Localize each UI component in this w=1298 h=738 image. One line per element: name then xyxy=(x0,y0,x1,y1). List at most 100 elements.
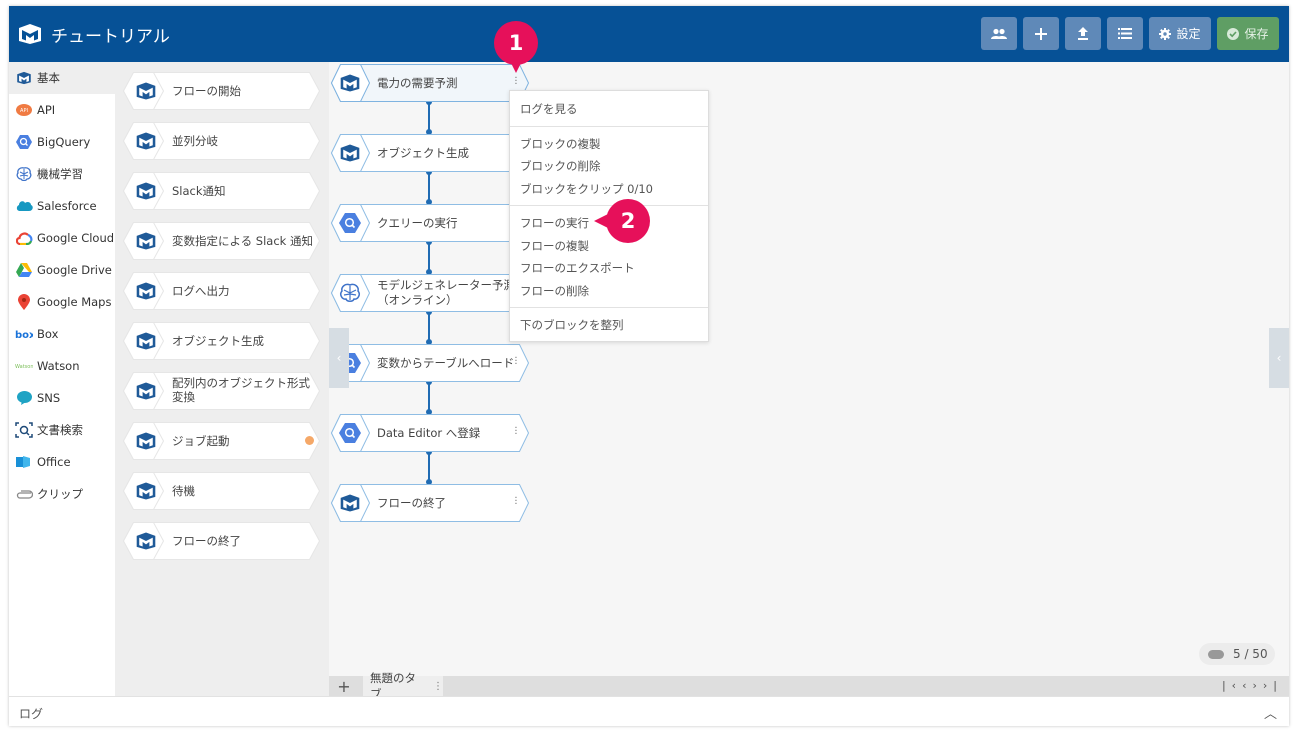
next-page-icon[interactable]: › xyxy=(1252,679,1263,692)
bigquery-icon xyxy=(339,213,361,233)
sidebar-item-salesforce[interactable]: Salesforce xyxy=(9,190,115,222)
sidebar-item-api[interactable]: API API xyxy=(9,94,115,126)
add-tab-button[interactable]: + xyxy=(329,676,359,696)
kouzou-logo-icon xyxy=(136,182,156,200)
sidebar-item-clip[interactable]: クリップ xyxy=(9,478,115,510)
sidebar-item-google-maps[interactable]: Google Maps xyxy=(9,286,115,318)
palette-collapse-toggle[interactable]: ‹ xyxy=(329,328,349,388)
flow-block-object-create[interactable]: オブジェクト生成 xyxy=(331,134,529,172)
kouzou-logo-icon xyxy=(19,24,41,44)
log-panel[interactable]: ログ ︿ xyxy=(9,696,1289,726)
flow-canvas[interactable]: 電力の需要予測 ··· オブジェクト生成 クエリーの実行 モデルジェネレーター予… xyxy=(329,62,1289,676)
sidebar-item-label: 基本 xyxy=(37,71,60,85)
sidebar-item-google-drive[interactable]: Google Drive xyxy=(9,254,115,286)
palette-block-log-output[interactable]: ログへ出力 xyxy=(123,272,320,310)
save-button[interactable]: 保存 xyxy=(1217,17,1279,50)
menu-item-delete-flow[interactable]: フローの削除 xyxy=(520,284,589,298)
palette-block-array-object-convert[interactable]: 配列内のオブジェクト形式変換 xyxy=(123,372,320,410)
svg-text:API: API xyxy=(20,108,28,114)
prev-page-icon[interactable]: ‹ xyxy=(1242,679,1253,692)
log-panel-title: ログ xyxy=(19,707,44,721)
flow-block-model-generator-predict[interactable]: モデルジェネレーター予測（オンライン） xyxy=(331,274,529,312)
sidebar-item-watson[interactable]: Watson Watson xyxy=(9,350,115,382)
last-page-icon[interactable]: ›| xyxy=(1262,679,1283,692)
paperclip-icon xyxy=(15,485,33,503)
palette-block-parallel-branch[interactable]: 並列分岐 xyxy=(123,122,320,160)
palette-block-job-start[interactable]: ジョブ起動 xyxy=(123,422,320,460)
block-label: オブジェクト生成 xyxy=(377,146,469,160)
palette-block-variable-slack-notify[interactable]: 変数指定による Slack 通知 xyxy=(123,222,320,260)
menu-item-export-flow[interactable]: フローのエクスポート xyxy=(520,261,635,275)
menu-item-duplicate-block[interactable]: ブロックの複製 xyxy=(520,137,601,151)
sidebar-item-google-cloud[interactable]: Google Cloud xyxy=(9,222,115,254)
flow-block-data-editor-register[interactable]: Data Editor へ登録 ··· xyxy=(331,414,529,452)
list-button[interactable] xyxy=(1107,17,1143,50)
sidebar-item-document-search[interactable]: 文書検索 xyxy=(9,414,115,446)
category-sidebar: 基本 API API BigQuery 機械学習 Salesforce Goog… xyxy=(9,62,115,696)
check-circle-icon xyxy=(1227,27,1240,40)
palette-block-wait[interactable]: 待機 xyxy=(123,472,320,510)
block-menu-icon[interactable]: ··· xyxy=(514,423,518,440)
block-menu-icon[interactable]: ··· xyxy=(514,493,518,510)
app-title: チュートリアル xyxy=(51,27,170,47)
sidebar-item-machine-learning[interactable]: 機械学習 xyxy=(9,158,115,190)
flow-block-flow-end[interactable]: フローの終了 ··· xyxy=(331,484,529,522)
flow-connector xyxy=(426,379,432,415)
block-menu-icon[interactable]: ··· xyxy=(514,73,518,90)
block-shape xyxy=(123,372,320,410)
palette-block-flow-start[interactable]: フローの開始 xyxy=(123,72,320,110)
palette-block-flow-end[interactable]: フローの終了 xyxy=(123,522,320,560)
menu-item-run-flow[interactable]: フローの実行 xyxy=(520,216,589,230)
block-shape xyxy=(331,204,529,242)
flow-tab[interactable]: 無題のタブ ⋮ xyxy=(363,671,443,701)
flow-block-query-execute[interactable]: クエリーの実行 xyxy=(331,204,529,242)
first-page-icon[interactable]: |‹ xyxy=(1221,679,1243,692)
map-pin-icon xyxy=(15,293,33,311)
chevron-up-icon[interactable]: ︿ xyxy=(1263,707,1277,722)
flow-block-power-demand-forecast[interactable]: 電力の需要予測 ··· xyxy=(331,64,529,102)
sidebar-item-label: SNS xyxy=(37,391,61,405)
menu-item-view-log[interactable]: ログを見る xyxy=(520,102,578,116)
menu-item-clip-block[interactable]: ブロックをクリップ 0/10 xyxy=(520,182,653,196)
settings-button[interactable]: 設定 xyxy=(1149,17,1211,50)
svg-text:box: box xyxy=(15,330,33,339)
palette-block-object-create[interactable]: オブジェクト生成 xyxy=(123,322,320,360)
save-label: 保存 xyxy=(1244,27,1269,41)
palette-block-slack-notify[interactable]: Slack通知 xyxy=(123,172,320,210)
google-cloud-icon xyxy=(15,229,33,247)
app-header: チュートリアル 設定 保存 xyxy=(9,6,1289,62)
block-label: 配列内のオブジェクト形式変換 xyxy=(172,376,310,404)
block-counter-text: 5 / 50 xyxy=(1233,647,1268,661)
sidebar-item-basic[interactable]: 基本 xyxy=(9,62,115,94)
menu-divider xyxy=(510,205,708,206)
block-menu-icon[interactable]: ··· xyxy=(514,353,518,370)
sidebar-item-box[interactable]: box Box xyxy=(9,318,115,350)
box-icon: box xyxy=(15,325,33,343)
add-button[interactable] xyxy=(1023,17,1059,50)
sidebar-item-bigquery[interactable]: BigQuery xyxy=(9,126,115,158)
tab-menu-icon[interactable]: ⋮ xyxy=(433,680,443,692)
block-label: 変数からテーブルへロード xyxy=(377,356,515,370)
sidebar-item-label: Google Cloud xyxy=(37,231,115,245)
sidebar-item-label: Box xyxy=(37,327,59,341)
flow-block-load-variable-to-table[interactable]: 変数からテーブルへロード ··· xyxy=(331,344,529,382)
sidebar-item-office[interactable]: Office xyxy=(9,446,115,478)
block-label: 電力の需要予測 xyxy=(377,76,458,90)
menu-item-delete-block[interactable]: ブロックの削除 xyxy=(520,159,601,173)
upload-button[interactable] xyxy=(1065,17,1101,50)
menu-item-align-below-blocks[interactable]: 下のブロックを整列 xyxy=(520,318,624,332)
sidebar-item-sns[interactable]: SNS xyxy=(9,382,115,414)
bigquery-icon xyxy=(339,423,361,443)
kouzou-logo-icon xyxy=(136,232,156,250)
sidebar-item-label: 文書検索 xyxy=(37,423,83,437)
list-icon xyxy=(1118,28,1132,39)
flow-tab-bar: + 無題のタブ ⋮ |‹‹››| xyxy=(329,671,1289,701)
block-label: 変数指定による Slack 通知 xyxy=(172,234,313,248)
members-button[interactable] xyxy=(981,17,1017,50)
sidebar-item-label: Office xyxy=(37,455,71,469)
right-panel-toggle[interactable]: ‹ xyxy=(1269,328,1289,388)
office-icon xyxy=(15,453,33,471)
sidebar-item-label: Google Drive xyxy=(37,263,112,277)
menu-item-duplicate-flow[interactable]: フローの複製 xyxy=(520,239,589,253)
flow-connector xyxy=(426,169,432,205)
